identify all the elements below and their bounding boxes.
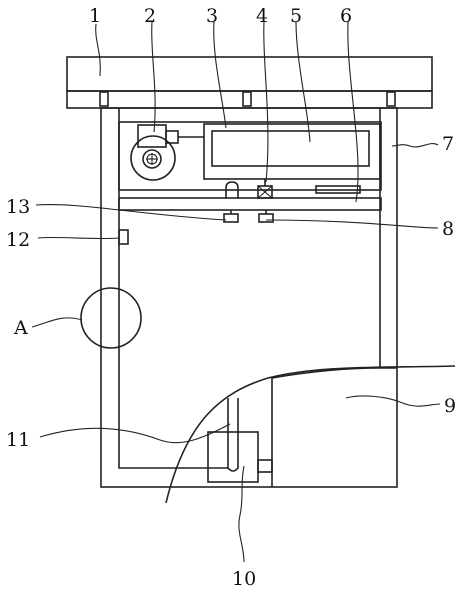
sensor bbox=[118, 229, 129, 245]
label-2: 2 bbox=[144, 5, 156, 27]
label-5: 5 bbox=[290, 5, 302, 27]
equipment-compartment bbox=[118, 121, 382, 194]
label-11: 11 bbox=[6, 429, 30, 451]
label-7: 7 bbox=[442, 133, 454, 155]
label-9: 9 bbox=[444, 395, 456, 417]
label-10: 10 bbox=[232, 568, 256, 590]
label-6: 6 bbox=[340, 5, 352, 27]
label-12: 12 bbox=[6, 229, 30, 251]
label-8: 8 bbox=[442, 218, 454, 240]
label-3: 3 bbox=[206, 5, 218, 27]
partition-shelf bbox=[118, 179, 382, 223]
label-a: A bbox=[13, 317, 28, 339]
label-4: 4 bbox=[256, 5, 268, 27]
leader-lines bbox=[31, 21, 441, 563]
detail-circle-a bbox=[80, 287, 142, 349]
label-13: 13 bbox=[6, 196, 30, 218]
label-1: 1 bbox=[89, 5, 101, 27]
top-cover bbox=[66, 56, 433, 109]
